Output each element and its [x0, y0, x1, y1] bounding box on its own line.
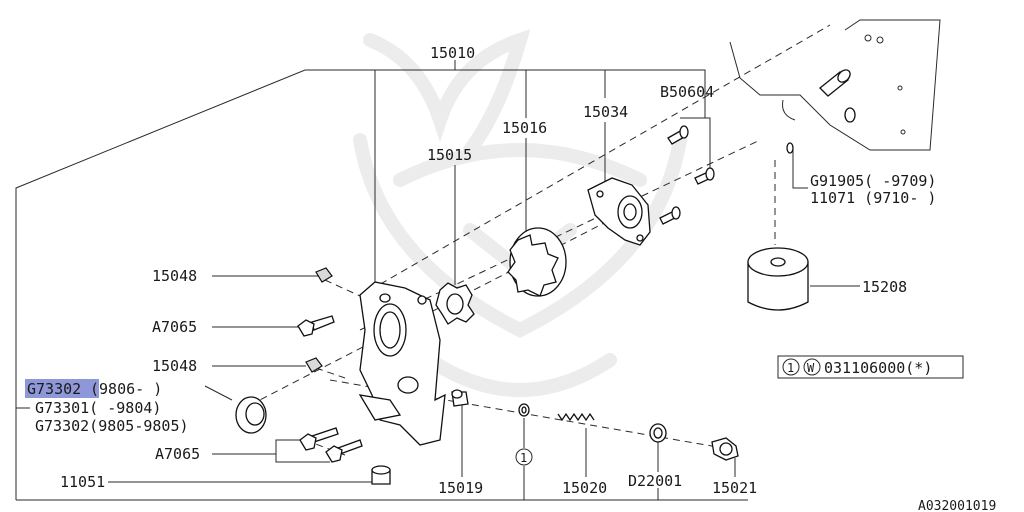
label-g73301: G73301( -9804) [35, 399, 161, 417]
pump-cover-15034 [587, 177, 651, 246]
label-15016: 15016 [502, 119, 547, 137]
spring-15020 [557, 412, 595, 422]
label-g73302-alt: G73302(9805-9805) [35, 417, 189, 435]
label-b50604: B50604 [660, 83, 714, 101]
dowel-pin-15048-upper [315, 267, 333, 283]
engine-block-fragment [729, 19, 941, 154]
outer-rotor-15016 [507, 227, 567, 297]
oil-filter-15208 [747, 247, 809, 311]
label-g73302-highlighted[interactable]: G73302 [27, 380, 81, 398]
dowel-pin-15048-lower [305, 357, 323, 373]
leader-frame [15, 60, 860, 501]
label-11071: 11071 (9710- ) [810, 189, 936, 207]
label-a7065-upper: A7065 [152, 318, 197, 336]
label-g91905: G91905( -9709) [810, 172, 936, 190]
bolts-a7065-lower [299, 427, 363, 463]
label-a7065-lower: A7065 [155, 445, 200, 463]
label-15010: 15010 [430, 44, 475, 62]
label-15048-lower: 15048 [152, 357, 197, 375]
plug-15021 [711, 437, 739, 461]
relief-valve-15019 [451, 389, 469, 407]
label-11051: 11051 [60, 473, 105, 491]
label-15208: 15208 [862, 278, 907, 296]
oil-seal-g73302 [235, 396, 267, 434]
legend-box: 1 W 031106000(*) [777, 355, 964, 379]
plug-11051 [371, 465, 391, 485]
label-15020: 15020 [562, 479, 607, 497]
gasket-d22001 [649, 423, 667, 443]
legend-circle-w: W [807, 361, 815, 375]
legend-part-number: 031106000(*) [824, 359, 932, 377]
inner-rotor-15015 [435, 282, 475, 325]
label-d22001: D22001 [628, 472, 682, 490]
ref-circle-1: 1 [515, 448, 533, 466]
label-15021: 15021 [712, 479, 757, 497]
label-g73302-range: (9806- ) [90, 380, 162, 398]
washer-ref1 [518, 403, 530, 417]
bolt-a7065-upper [297, 315, 335, 337]
highlight-g73302 [25, 379, 99, 398]
diagram-code: A032001019 [918, 499, 996, 512]
ref-circle-1-label: 1 [520, 451, 527, 465]
label-15034: 15034 [583, 103, 628, 121]
label-15019: 15019 [438, 479, 483, 497]
label-15048-upper: 15048 [152, 267, 197, 285]
label-15015: 15015 [427, 146, 472, 164]
oil-pump-body-15010 [358, 281, 446, 446]
legend-circle-1: 1 [787, 361, 794, 375]
screws-b50604 [659, 125, 715, 225]
